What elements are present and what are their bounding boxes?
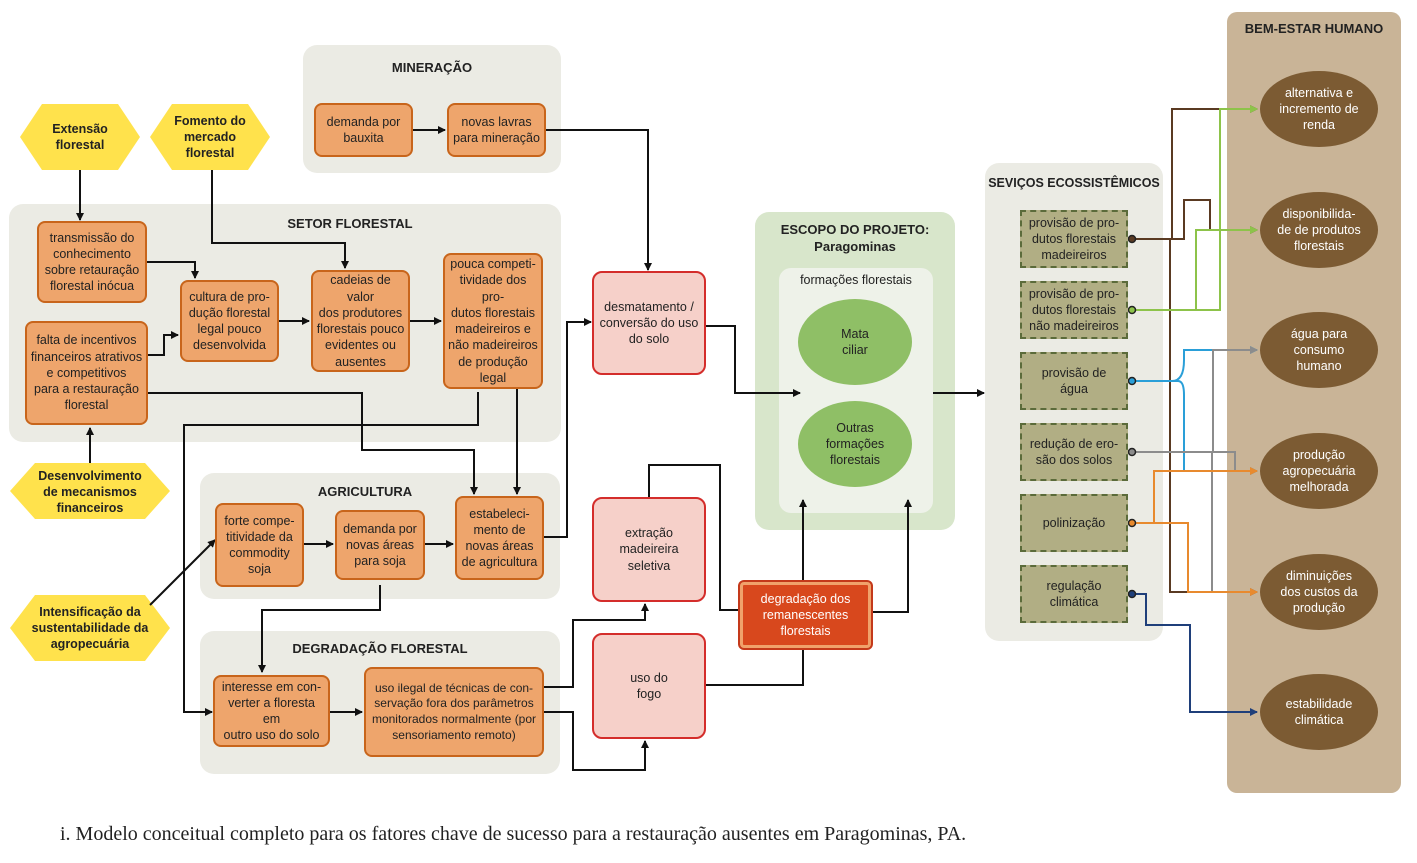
node-estabelecimento: estabeleci- mento de novas áreas de agri…	[455, 496, 544, 580]
figure-caption: i. Modelo conceitual completo para os fa…	[60, 823, 967, 845]
wellbeing-custos: diminuições dos custos da produção	[1260, 554, 1378, 630]
mineracao-title: MINERAÇÃO	[391, 60, 473, 75]
node-interesse: interesse em con- verter a floresta em o…	[213, 675, 330, 747]
node-uso-fogo: uso do fogo	[592, 633, 706, 739]
hex-extensao: Extensão florestal	[52, 121, 108, 152]
node-outras-formacoes: Outras formações florestais	[798, 401, 912, 487]
node-pouca-comp: pouca competi- tividade dos pro- dutos f…	[443, 253, 543, 389]
setor-florestal-title: SETOR FLORESTAL	[287, 216, 413, 231]
node-extracao: extração madeireira seletiva	[592, 497, 706, 602]
node-desmatamento: desmatamento / conversão do uso do solo	[592, 271, 706, 375]
node-cadeias: cadeias de valor dos produtores floresta…	[311, 270, 410, 372]
service-polinizacao: polinização	[1020, 494, 1128, 552]
service-agua: provisão de água	[1020, 352, 1128, 410]
node-transmissao: transmissão do conhecimento sobre retaur…	[37, 221, 147, 303]
wellbeing-agropecuaria: produção agropecuária melhorada	[1260, 433, 1378, 509]
node-cultura: cultura de pro- dução florestal legal po…	[180, 280, 279, 362]
bem-estar-title: BEM-ESTAR HUMANO	[1244, 21, 1384, 36]
node-falta-incentivos: falta de incentivos financeiros atrativo…	[25, 321, 148, 425]
wellbeing-clima: estabilidade climática	[1260, 674, 1378, 750]
service-nao-madeireiros: provisão de pro- dutos florestais não ma…	[1020, 281, 1128, 339]
node-demanda-bauxita: demanda por bauxita	[314, 103, 413, 157]
service-erosao: redução de ero- são dos solos	[1020, 423, 1128, 481]
node-demanda-soja: demanda por novas áreas para soja	[335, 510, 425, 580]
formacoes-label: formações florestais	[800, 272, 912, 287]
servicos-title: SEVIÇOS ECOSSISTÊMICOS	[988, 176, 1160, 190]
hex-intensificacao: Intensificação da sustentabilidade da ag…	[31, 604, 149, 652]
node-novas-lavras: novas lavras para mineração	[447, 103, 546, 157]
degradacao-title: DEGRADAÇÃO FLORESTAL	[292, 641, 468, 656]
service-madeireiros: provisão de pro- dutos florestais madeir…	[1020, 210, 1128, 268]
hex-desenvolvimento: Desenvolvimento de mecanismos financeiro…	[38, 468, 142, 516]
hex-fomento: Fomento do mercado florestal	[174, 113, 246, 161]
node-forte-comp: forte compe- titividade da commodity soj…	[215, 503, 304, 587]
service-clima: regulação climática	[1020, 565, 1128, 623]
wellbeing-renda: alternativa e incremento de renda	[1260, 71, 1378, 147]
wellbeing-agua: água para consumo humano	[1260, 312, 1378, 388]
escopo-title: ESCOPO DO PROJETO: Paragominas	[780, 222, 930, 254]
node-mata-ciliar: Mata ciliar	[798, 299, 912, 385]
wellbeing-produtos: disponibilida- de de produtos florestais	[1260, 192, 1378, 268]
node-degradacao-remanescentes: degradação dos remanescentes florestais	[740, 582, 871, 648]
node-uso-ilegal: uso ilegal de técnicas de con- servação …	[364, 667, 544, 757]
agricultura-title: AGRICULTURA	[317, 484, 413, 499]
